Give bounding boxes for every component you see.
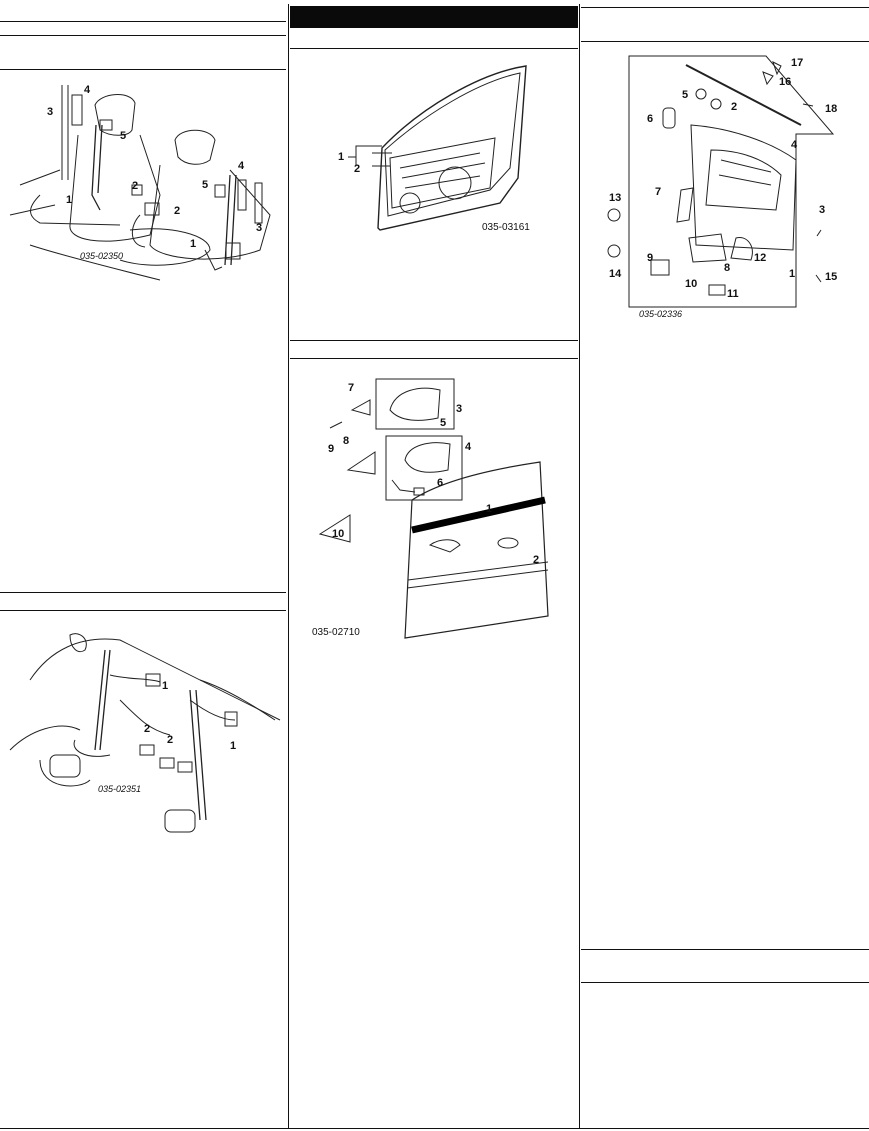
callout-1-door: 1 [338, 151, 344, 163]
callout-4-mirror: 4 [465, 441, 472, 453]
callout-13-trim: 13 [609, 192, 621, 204]
callout-8-trim: 8 [724, 262, 730, 274]
callout-3-trim: 3 [819, 204, 825, 216]
callout-17-trim: 17 [791, 57, 803, 69]
section-title-bar [290, 6, 578, 28]
callout-1-mirror: 1 [486, 503, 492, 515]
callout-5-front-right: 5 [202, 179, 208, 191]
right-col-top-rule [581, 7, 869, 8]
callout-4-front-left: 4 [84, 84, 91, 96]
page-bottom-rule [0, 1128, 869, 1129]
figure-code-02350: 035-02350 [80, 251, 123, 261]
door-trim-figure: 17 16 5 2 18 6 4 13 7 3 14 9 8 12 10 11 … [607, 55, 837, 319]
door-mirror-figure: 7 3 5 9 8 4 6 1 10 2 035-02710 [312, 378, 549, 639]
left-col-rule-4 [0, 592, 286, 593]
callout-4-trim: 4 [791, 139, 798, 151]
figure-code-03161: 035-03161 [482, 222, 530, 233]
callout-5-front-left: 5 [120, 130, 126, 142]
column-divider-left [288, 4, 289, 1128]
left-col-rule-2 [0, 35, 286, 36]
callout-2-rear-left: 2 [144, 723, 150, 735]
callout-1-front-right: 1 [190, 238, 196, 250]
callout-18-trim: 18 [825, 103, 837, 115]
callout-2-trim: 2 [731, 101, 737, 113]
front-seat-belts-figure: 3 4 5 2 2 1 5 4 3 1 035-02350 [9, 84, 271, 281]
callout-2-rear-right: 2 [167, 734, 173, 746]
callout-3-front-right: 3 [256, 222, 262, 234]
figure-code-02710: 035-02710 [312, 627, 360, 638]
callout-1-front-left: 1 [66, 194, 72, 206]
callout-2-front-upper: 2 [132, 180, 138, 192]
mid-col-rule-3 [290, 358, 578, 359]
figure-code-02351: 035-02351 [98, 784, 141, 794]
callout-5-trim: 5 [682, 89, 688, 101]
callout-1-trim: 1 [789, 268, 795, 280]
callout-6-trim: 6 [647, 113, 653, 125]
mid-col-rule-1 [290, 48, 578, 49]
callout-2-door: 2 [354, 163, 360, 175]
callout-2-mirror: 2 [533, 554, 539, 566]
callout-2-front-lower: 2 [174, 205, 180, 217]
callout-7-mirror: 7 [348, 382, 354, 394]
callout-11-trim: 11 [727, 288, 739, 300]
callout-1-rear-upper: 1 [162, 680, 168, 692]
callout-9-trim: 9 [647, 252, 653, 264]
right-col-rule-3 [581, 949, 869, 950]
callout-1-rear-right: 1 [230, 740, 236, 752]
mid-col-rule-2 [290, 340, 578, 341]
front-door-figure: 1 2 035-03161 [338, 65, 530, 233]
figure-code-02336: 035-02336 [639, 309, 682, 319]
callout-9-mirror: 9 [328, 443, 334, 455]
callout-3-front-left: 3 [47, 106, 53, 118]
callout-15-trim: 15 [825, 271, 837, 283]
rear-seat-belts-figure: 1 1 2 2 035-02351 [9, 633, 281, 833]
callout-10-trim: 10 [685, 278, 697, 290]
callout-4-front-right: 4 [238, 160, 245, 172]
callout-5-mirror: 5 [440, 417, 446, 429]
left-col-rule-3 [0, 69, 286, 70]
callout-6-mirror: 6 [437, 477, 443, 489]
callout-12-trim: 12 [754, 252, 766, 264]
left-col-top-rule [0, 21, 286, 22]
callout-7-trim: 7 [655, 186, 661, 198]
callout-14-trim: 14 [609, 268, 622, 280]
callout-8-mirror: 8 [343, 435, 349, 447]
callout-16-trim: 16 [779, 76, 791, 88]
callout-3-mirror: 3 [456, 403, 462, 415]
right-col-rule-2 [581, 41, 869, 42]
column-divider-right [579, 4, 580, 1128]
left-col-rule-5 [0, 610, 286, 611]
callout-10-mirror: 10 [332, 528, 344, 540]
right-col-rule-4 [581, 982, 869, 983]
